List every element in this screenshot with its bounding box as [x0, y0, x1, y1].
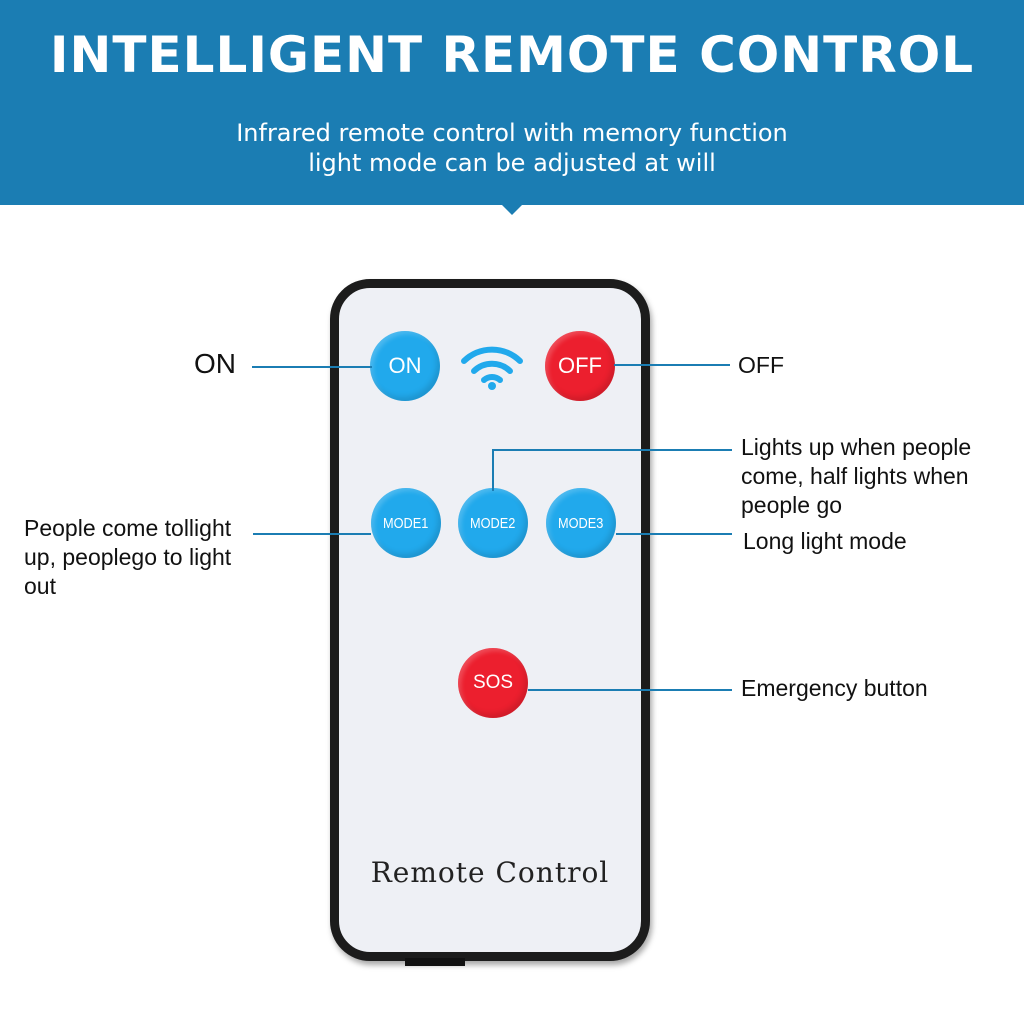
on-button[interactable]: ON — [370, 331, 440, 401]
remote-battery-tab — [405, 958, 465, 966]
mode1-callout-line-2: up, peoplego to light — [24, 544, 232, 570]
mode3-button-label: MODE3 — [558, 514, 604, 532]
mode2-callout-line-1: Lights up when people — [741, 434, 972, 460]
on-button-label: ON — [388, 353, 422, 378]
on-callout-text: ON — [194, 348, 236, 379]
mode2-callout-line-vertical — [492, 449, 494, 491]
page-title: INTELLIGENT REMOTE CONTROL — [49, 26, 975, 84]
mode2-button-label: MODE2 — [470, 514, 516, 532]
mode1-callout-text: People come tollight up, peoplego to lig… — [24, 514, 231, 601]
mode1-button-label: MODE1 — [383, 514, 429, 532]
mode2-button[interactable]: MODE2 — [458, 488, 528, 558]
mode1-callout-line-1: People come tollight — [24, 515, 232, 541]
subtitle-line-2: light mode can be adjusted at will — [308, 149, 716, 177]
on-callout-line — [252, 366, 372, 368]
subtitle-line-1: Infrared remote control with memory func… — [236, 119, 788, 147]
mode3-callout-line — [616, 533, 732, 535]
mode2-callout-text: Lights up when people come, half lights … — [741, 433, 971, 520]
off-callout-line — [614, 364, 730, 366]
mode3-button[interactable]: MODE3 — [546, 488, 616, 558]
sos-button[interactable]: SOS — [458, 648, 528, 718]
mode1-button[interactable]: MODE1 — [371, 488, 441, 558]
off-button-label: OFF — [558, 353, 602, 378]
header-banner — [0, 0, 1024, 205]
off-button[interactable]: OFF — [545, 331, 615, 401]
mode2-callout-line-3: people go — [741, 492, 843, 518]
page-subtitle: Infrared remote control with memory func… — [0, 118, 1024, 178]
remote-brand-label: Remote Control — [370, 856, 610, 889]
banner-pointer — [500, 203, 524, 215]
mode1-callout-line — [253, 533, 371, 535]
sos-callout-text: Emergency button — [741, 675, 928, 701]
mode2-callout-line-2: come, half lights when — [741, 463, 969, 489]
wifi-signal-icon — [461, 346, 523, 390]
mode3-callout-text: Long light mode — [743, 528, 907, 554]
off-callout-text: OFF — [738, 352, 784, 378]
sos-callout-line — [528, 689, 732, 691]
sos-button-label: SOS — [472, 672, 514, 693]
mode2-callout-line-horizontal — [492, 449, 732, 451]
mode1-callout-line-3: out — [24, 573, 56, 599]
